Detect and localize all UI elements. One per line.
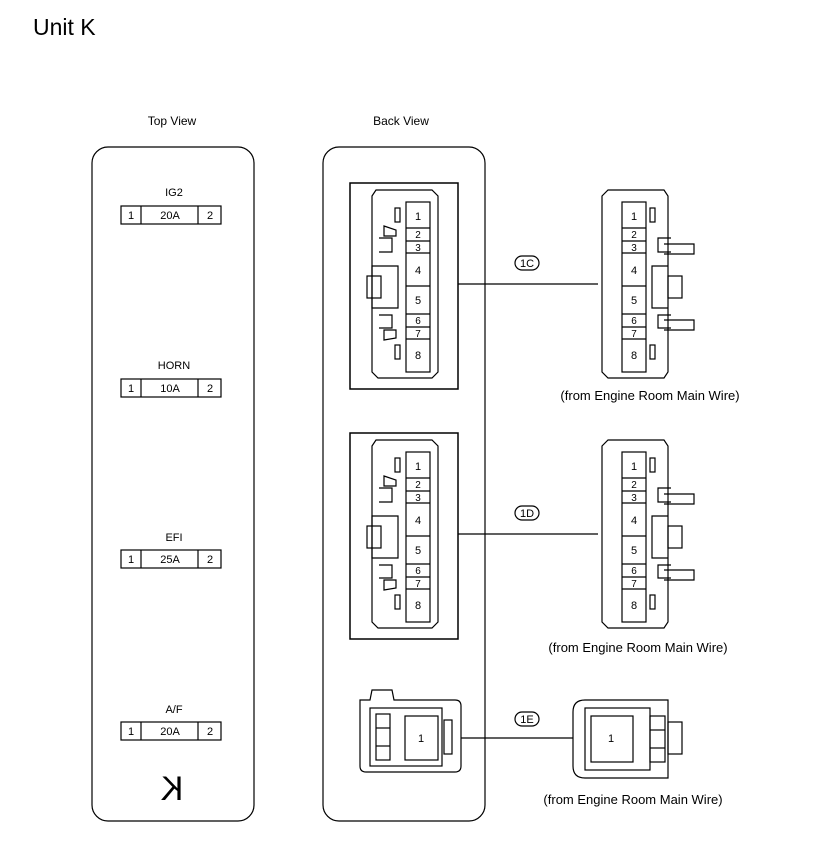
pin-label: 1 xyxy=(415,461,421,473)
back-view-panel xyxy=(322,146,486,822)
fuse-efi: EFI 1 25A 2 xyxy=(120,532,222,569)
pin-label: 1 xyxy=(418,733,424,745)
connector-id-1e: 1E xyxy=(514,711,540,727)
pin-label: 8 xyxy=(631,600,637,612)
pin-label: 5 xyxy=(415,545,421,557)
pin-label: 1 xyxy=(415,211,421,223)
fuse-rating: 25A xyxy=(160,554,180,566)
connector-id-1c: 1C xyxy=(514,255,540,271)
pin-label: 8 xyxy=(631,350,637,362)
pin-label: 4 xyxy=(415,265,421,277)
connector-1e-wire: 1 xyxy=(572,699,683,779)
fuse-pin-right: 2 xyxy=(207,554,213,566)
connector-1d-back: 1 2 3 4 5 6 7 8 xyxy=(349,432,459,640)
pin-label: 7 xyxy=(631,329,637,340)
pin-label: 5 xyxy=(631,295,637,307)
pin-label: 4 xyxy=(415,515,421,527)
connector-id: 1D xyxy=(520,508,534,520)
fuse-horn: HORN 1 10A 2 xyxy=(120,360,222,398)
fuse-pin-left: 1 xyxy=(128,726,134,738)
pin-label: 4 xyxy=(631,265,637,277)
pin-label: 7 xyxy=(415,579,421,590)
connector-caption: (from Engine Room Main Wire) xyxy=(543,792,722,807)
pin-label: 2 xyxy=(415,480,421,491)
fuse-name: HORN xyxy=(158,360,190,372)
fuse-pin-right: 2 xyxy=(207,726,213,738)
pin-label: 5 xyxy=(631,545,637,557)
connector-caption: (from Engine Room Main Wire) xyxy=(560,388,739,403)
pin-label: 3 xyxy=(631,243,637,254)
pin-label: 2 xyxy=(631,230,637,241)
back-view-label: Back View xyxy=(373,114,429,128)
fuse-pin-left: 1 xyxy=(128,383,134,395)
fuse-rating: 20A xyxy=(160,726,180,738)
pin-label: 4 xyxy=(631,515,637,527)
fuse-name: IG2 xyxy=(165,187,183,199)
pin-label: 8 xyxy=(415,350,421,362)
pin-label: 3 xyxy=(415,243,421,254)
fuse-ig2: IG2 1 20A 2 xyxy=(120,187,222,225)
unit-mark: K xyxy=(160,770,183,808)
page-title: Unit K xyxy=(33,14,96,40)
pin-label: 2 xyxy=(631,480,637,491)
fuse-af: A/F 1 20A 2 xyxy=(120,704,222,741)
pin-label: 5 xyxy=(415,295,421,307)
pin-label: 2 xyxy=(415,230,421,241)
pin-label: 7 xyxy=(631,579,637,590)
connector-id: 1E xyxy=(520,714,533,726)
fuse-name: A/F xyxy=(165,704,182,716)
fuse-name: EFI xyxy=(165,532,182,544)
connector-caption: (from Engine Room Main Wire) xyxy=(548,640,727,655)
pin-label: 1 xyxy=(631,211,637,223)
pin-label: 3 xyxy=(415,493,421,504)
connector-id-1d: 1D xyxy=(514,505,540,521)
pin-label: 6 xyxy=(631,316,637,327)
connector-1c-back: 1 2 3 4 5 6 7 8 xyxy=(349,182,459,390)
pin-label: 6 xyxy=(415,316,421,327)
pin-label: 1 xyxy=(608,733,614,745)
fuse-rating: 10A xyxy=(160,383,180,395)
pin-label: 7 xyxy=(415,329,421,340)
connector-1c-wire: 1 2 3 4 5 6 7 8 xyxy=(601,189,695,379)
connector-1d-wire: 1 2 3 4 5 6 7 8 xyxy=(601,439,695,629)
pin-label: 3 xyxy=(631,493,637,504)
connector-1e-back: 1 xyxy=(359,689,462,773)
top-view-label: Top View xyxy=(148,114,197,128)
pin-label: 1 xyxy=(631,461,637,473)
fuse-rating: 20A xyxy=(160,210,180,222)
pin-label: 6 xyxy=(415,566,421,577)
fuse-pin-right: 2 xyxy=(207,383,213,395)
fuse-pin-right: 2 xyxy=(207,210,213,222)
top-view-panel xyxy=(91,146,255,822)
connector-id: 1C xyxy=(520,258,534,270)
pin-label: 8 xyxy=(415,600,421,612)
pin-label: 6 xyxy=(631,566,637,577)
fuse-pin-left: 1 xyxy=(128,210,134,222)
fuse-pin-left: 1 xyxy=(128,554,134,566)
